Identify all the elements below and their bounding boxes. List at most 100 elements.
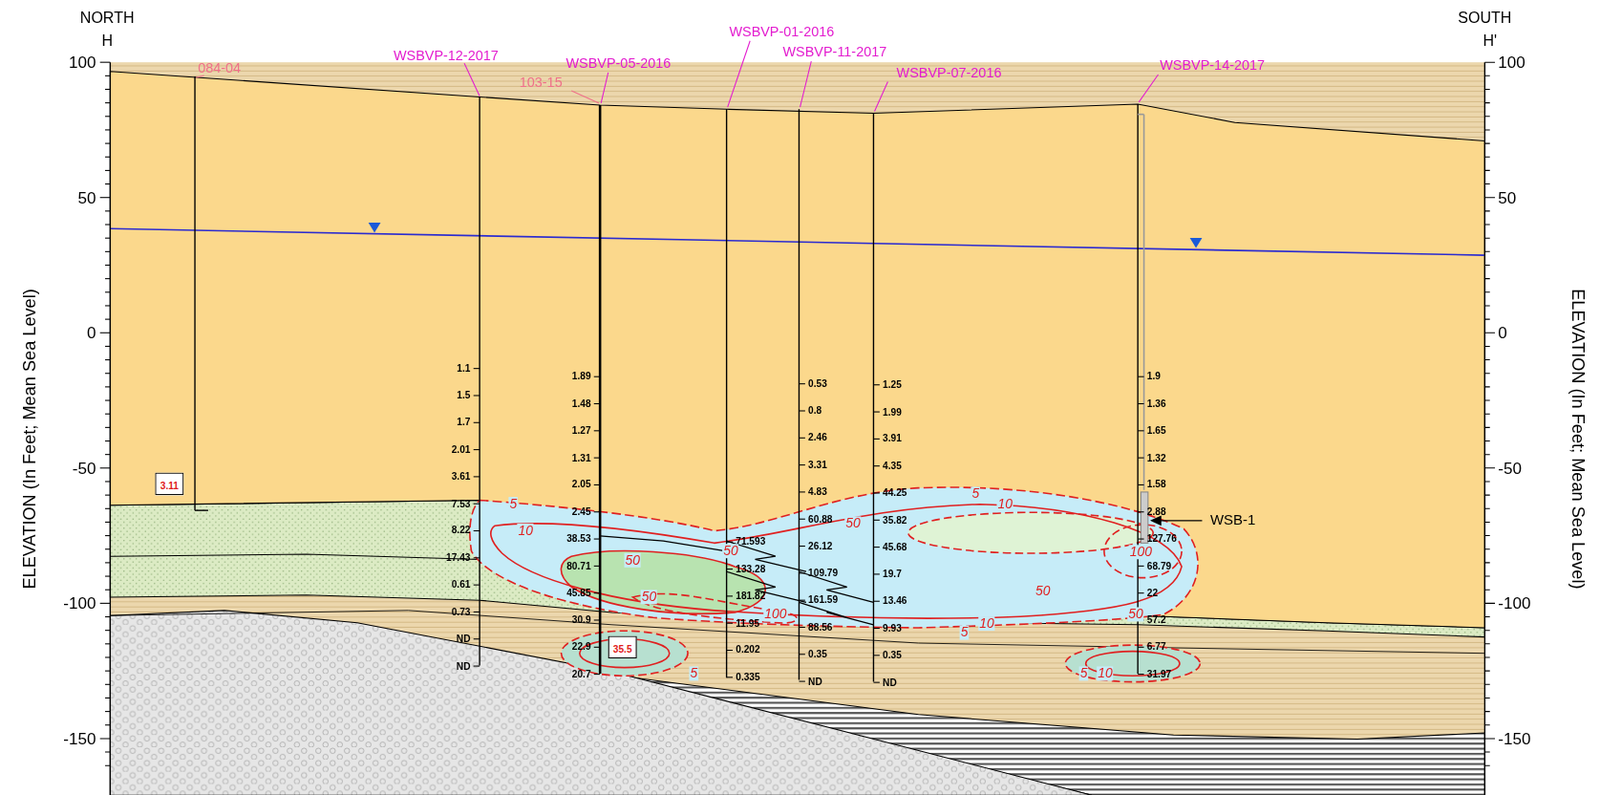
- tick-mark: [100, 467, 111, 469]
- concentration-value: 1.25: [882, 379, 902, 390]
- tick-mark: [1484, 183, 1490, 185]
- tick-mark: [105, 629, 110, 631]
- concentration-value: 45.85: [566, 587, 591, 598]
- axis-title: ELEVATION (In Feet; Mean Sea Level): [21, 288, 41, 589]
- tick-mark: [1484, 710, 1490, 712]
- tick-mark: [105, 210, 110, 212]
- concentration-value: 133.28: [735, 563, 766, 575]
- tick-mark: [473, 394, 480, 396]
- tick-mark: [105, 426, 110, 428]
- tick-mark: [105, 508, 110, 510]
- tick-mark: [473, 503, 480, 505]
- concentration-value: 80.71: [566, 560, 591, 572]
- contour-label: 5: [970, 486, 981, 501]
- tick-mark: [1484, 359, 1490, 361]
- direction-label: H': [1482, 32, 1497, 50]
- tick-mark: [1484, 128, 1490, 130]
- tick-mark: [1484, 670, 1490, 672]
- tick-mark: [105, 440, 110, 442]
- concentration-value: 161.59: [808, 595, 838, 606]
- tick-mark: [100, 196, 111, 198]
- tick-mark: [1484, 683, 1490, 685]
- tick-mark: [105, 143, 110, 145]
- well-name: 084-04: [197, 62, 241, 78]
- tick-mark: [1137, 538, 1144, 540]
- tick-mark: [473, 638, 480, 640]
- tick-mark: [594, 511, 600, 512]
- tick-mark: [100, 62, 111, 64]
- tick-mark: [1484, 291, 1490, 293]
- concentration-value: 2.01: [451, 444, 471, 455]
- tick-mark: [473, 475, 480, 477]
- concentration-value: 1.58: [1147, 479, 1167, 491]
- direction-label: NORTH: [80, 9, 135, 27]
- tick-mark: [473, 530, 480, 532]
- tick-mark: [105, 156, 110, 158]
- tick-mark: [105, 75, 110, 77]
- tick-mark: [105, 589, 110, 591]
- tick-mark: [873, 682, 879, 683]
- tick-mark: [798, 653, 805, 655]
- concentration-value: 22.9: [572, 641, 592, 653]
- concentration-value: 181.82: [735, 590, 766, 601]
- tick-mark: [105, 765, 110, 767]
- concentration-value: 31.97: [1147, 668, 1172, 680]
- axis-tick-label: -100: [63, 594, 96, 613]
- tick-mark: [873, 573, 879, 575]
- tick-mark: [105, 291, 110, 293]
- tick-mark: [1484, 521, 1490, 523]
- contour-label: 50: [1127, 606, 1145, 621]
- tick-mark: [726, 622, 733, 624]
- concentration-value: ND: [456, 633, 471, 644]
- tick-mark: [105, 304, 110, 306]
- tick-mark: [105, 170, 110, 171]
- tick-mark: [1484, 88, 1490, 90]
- concentration-value: 4.35: [882, 460, 902, 471]
- tick-mark: [105, 345, 110, 347]
- well-name: WSBVP-07-2016: [896, 65, 1003, 82]
- tick-mark: [105, 656, 110, 658]
- tick-mark: [105, 128, 110, 130]
- concentration-value: 17.43: [446, 552, 470, 563]
- tick-mark: [105, 115, 110, 117]
- contour-label: 100: [763, 606, 788, 621]
- tick-mark: [726, 541, 733, 543]
- tick-mark: [1484, 385, 1490, 387]
- axis-tick-label: 100: [1497, 53, 1526, 72]
- tick-mark: [105, 642, 110, 644]
- tick-mark: [798, 545, 805, 547]
- tick-mark: [1484, 75, 1490, 77]
- contour-label: 10: [1096, 665, 1114, 681]
- concentration-value: 1.36: [1147, 398, 1167, 409]
- tick-mark: [1484, 196, 1495, 198]
- tick-mark: [1484, 765, 1490, 767]
- contour-label: 10: [996, 496, 1014, 512]
- concentration-value: 0.202: [735, 644, 760, 656]
- concentration-value: 0.73: [451, 606, 471, 618]
- tick-mark: [473, 584, 480, 586]
- tick-mark: [1484, 400, 1490, 402]
- tick-mark: [594, 484, 600, 486]
- tick-mark: [1484, 534, 1490, 536]
- concentration-value: ND: [808, 676, 823, 687]
- well-name: WSBVP-05-2016: [565, 56, 671, 72]
- tick-mark: [1137, 376, 1144, 378]
- contour-label: 10: [978, 616, 996, 631]
- concentration-value: 11.95: [735, 618, 760, 629]
- tick-mark: [1484, 62, 1495, 64]
- contour-label: 10: [516, 523, 534, 538]
- tick-mark: [105, 521, 110, 523]
- tick-mark: [1484, 413, 1490, 415]
- tick-mark: [1484, 264, 1490, 266]
- tick-mark: [798, 626, 805, 628]
- tick-mark: [105, 319, 110, 320]
- tick-mark: [1137, 565, 1144, 567]
- tick-mark: [594, 565, 600, 567]
- concentration-value: 1.9: [1147, 371, 1161, 383]
- contour-label: 5: [689, 665, 700, 681]
- concentration-value: 1.99: [882, 405, 902, 417]
- tick-mark: [798, 409, 805, 411]
- concentration-value: 3.61: [451, 470, 471, 482]
- tick-mark: [873, 465, 879, 467]
- tick-mark: [1484, 453, 1490, 455]
